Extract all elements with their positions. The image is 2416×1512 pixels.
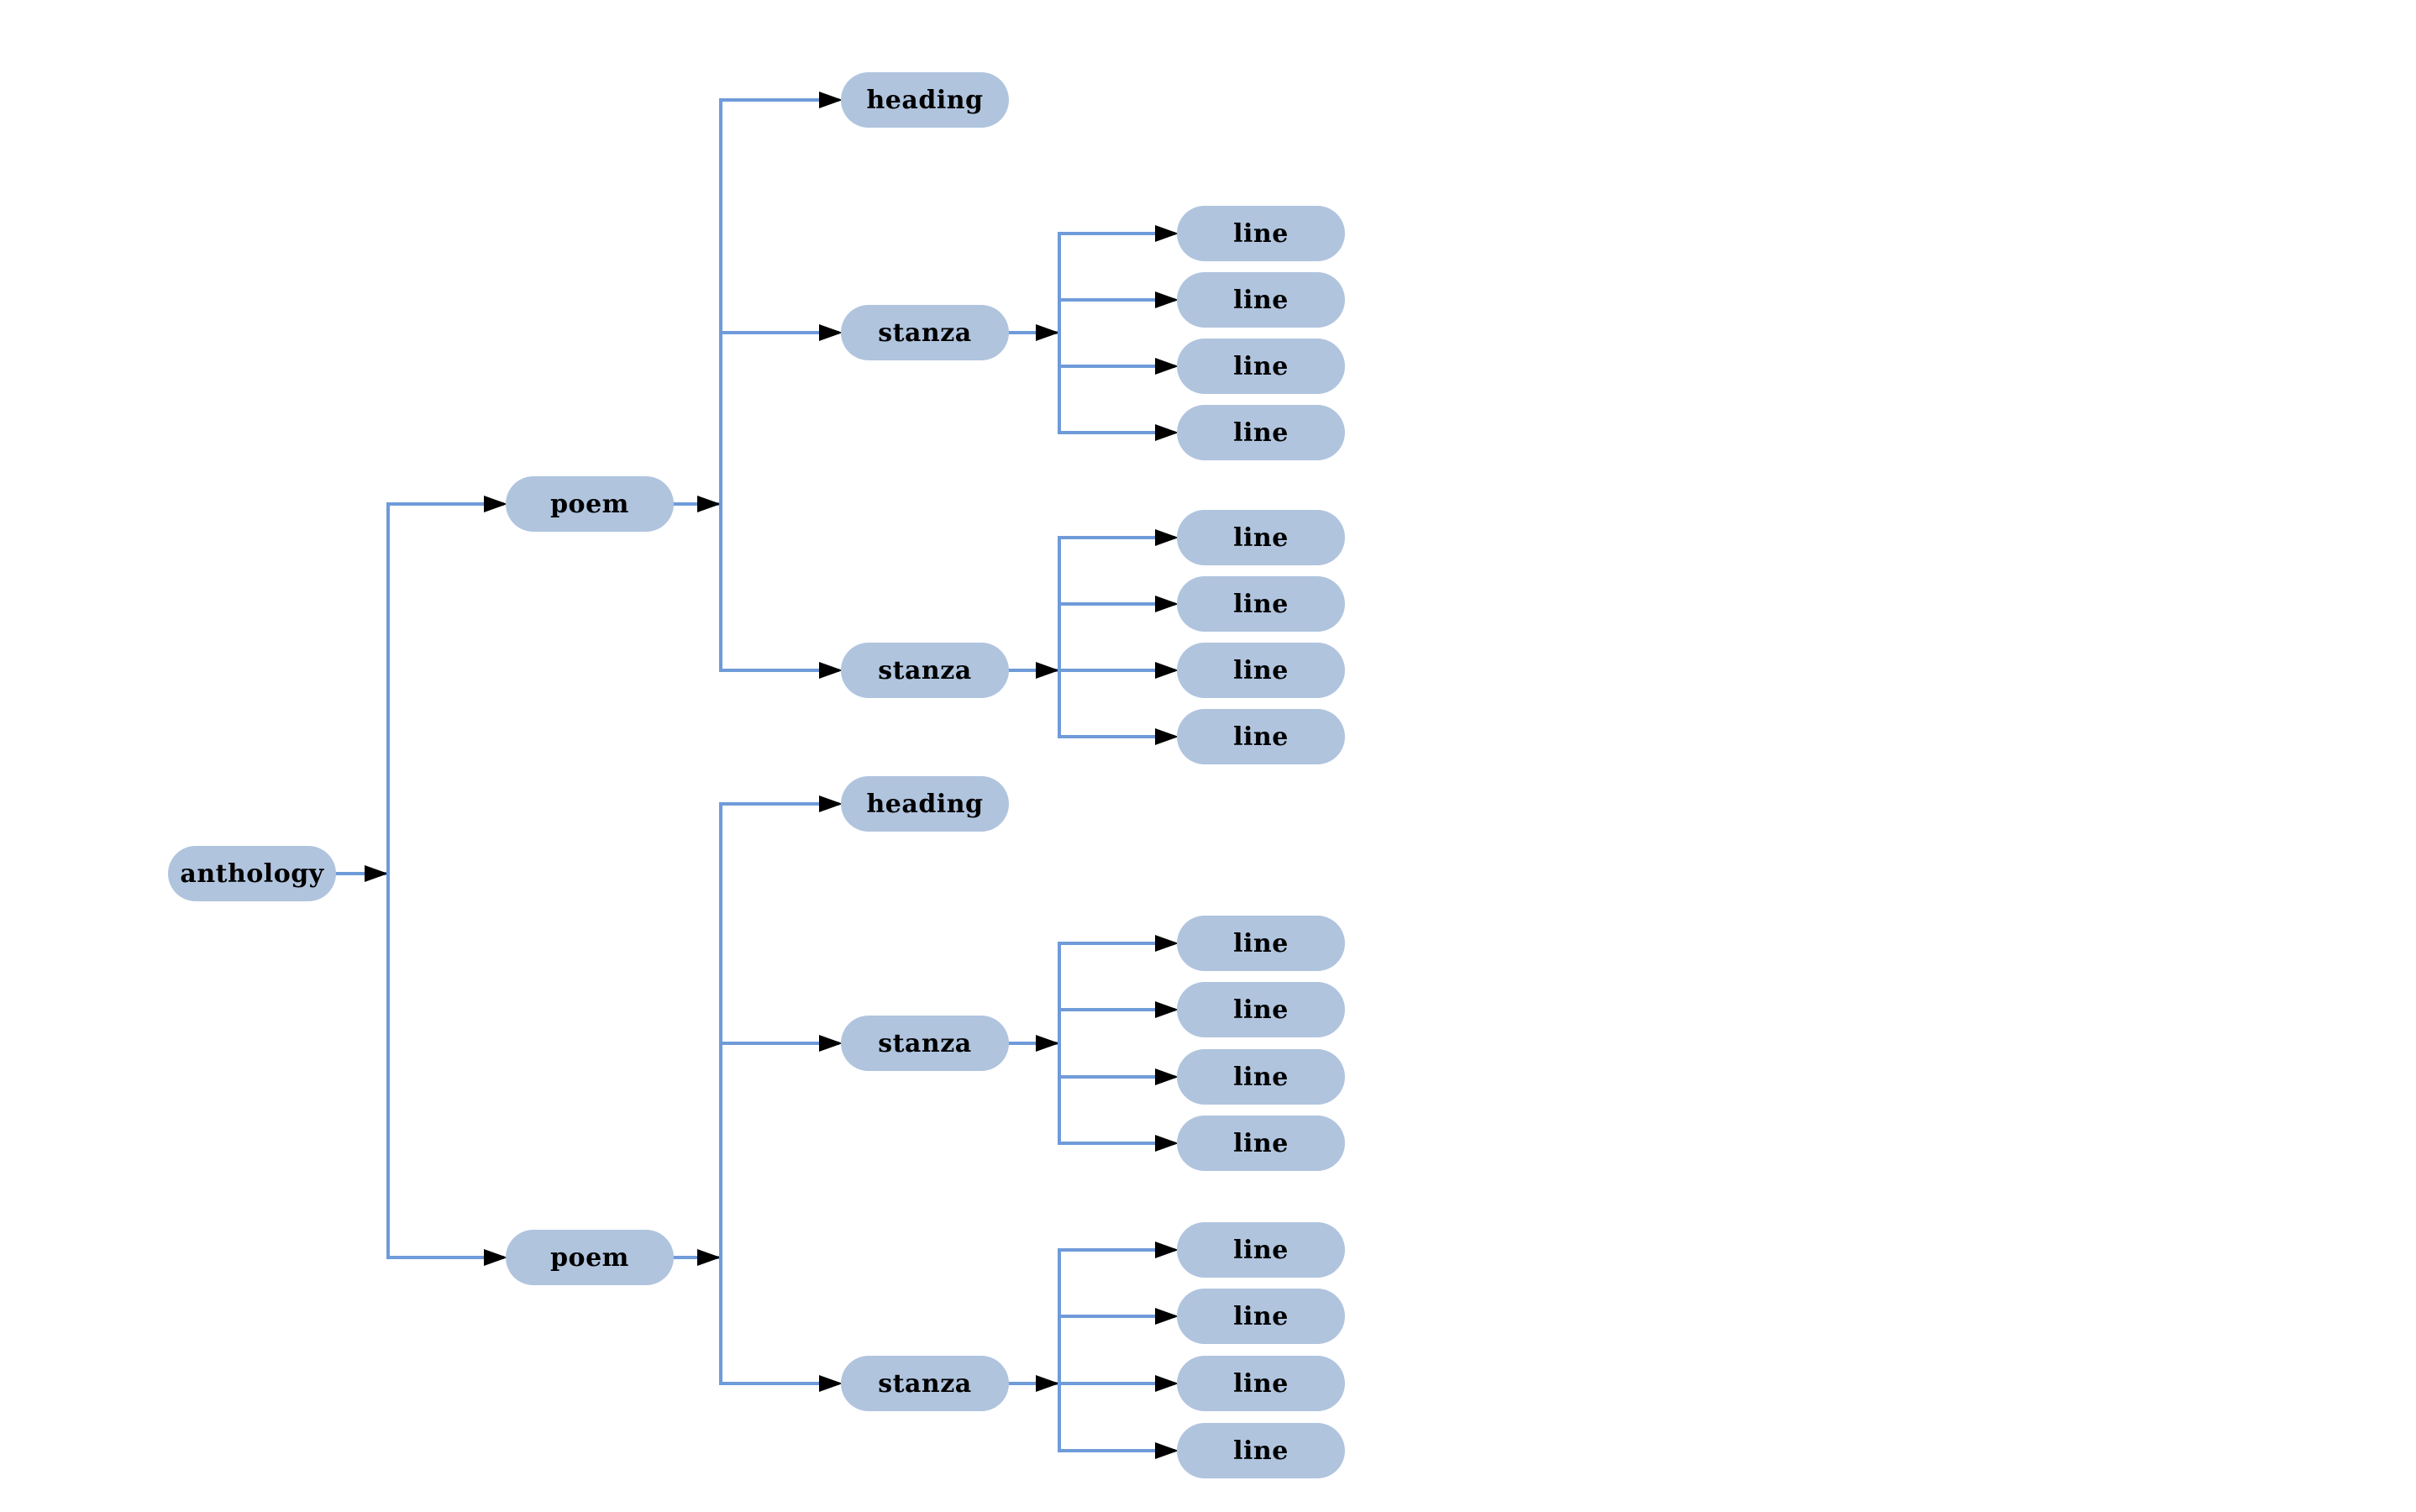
node-line-1-2-2: line [1177,272,1345,328]
node-label: line [1233,285,1289,315]
arrowhead-icon [1155,1375,1179,1392]
node-label: line [1233,1368,1289,1399]
node-line-1-3-3: line [1177,643,1345,698]
arrowhead-icon [1155,1001,1179,1018]
arrowhead-icon [1155,358,1179,375]
node-label: stanza [878,655,972,685]
node-label: line [1233,417,1289,448]
node-line-2-2-3: line [1177,1049,1345,1105]
node-heading-1-1: heading [841,72,1009,128]
arrowhead-icon [1155,1068,1179,1085]
node-label: line [1233,655,1289,685]
arrowhead-icon [1155,662,1179,679]
node-line-1-3-2: line [1177,576,1345,632]
arrowhead-icon [819,324,843,341]
node-label: heading [866,789,984,819]
node-line-1-2-3: line [1177,339,1345,394]
node-stanza-2-2: stanza [841,1016,1009,1071]
node-label: line [1233,1301,1289,1331]
node-stanza-1-2: stanza [841,305,1009,360]
node-label: stanza [878,1028,972,1058]
node-label: line [1233,1062,1289,1092]
edges-from-stanza-2-2 [1007,935,1179,1152]
arrowhead-icon [365,865,388,882]
edges-from-stanza-1-2 [1007,225,1179,441]
arrowhead-icon [484,1249,507,1266]
arrowhead-icon [819,1035,843,1052]
arrowhead-icon [1036,324,1059,341]
node-stanza-1-3: stanza [841,643,1009,698]
arrowhead-icon [697,1249,721,1266]
node-line-2-2-4: line [1177,1116,1345,1171]
node-line-2-2-2: line [1177,982,1345,1037]
node-label: line [1233,722,1289,752]
edges-from-stanza-2-3 [1007,1242,1179,1459]
node-label: stanza [878,1368,972,1399]
arrowhead-icon [1036,662,1059,679]
arrowhead-icon [1155,935,1179,952]
edges-from-anthology [334,496,507,1266]
arrowhead-icon [819,795,843,812]
node-line-1-3-1: line [1177,510,1345,565]
edges-from-poem-2 [672,795,843,1392]
node-label: poem [550,1242,629,1273]
node-label: line [1233,928,1289,958]
node-label: line [1233,522,1289,553]
arrowhead-icon [1155,1442,1179,1459]
node-line-2-3-1: line [1177,1222,1345,1278]
edges-from-poem-1 [672,92,843,679]
arrowhead-icon [1155,225,1179,242]
node-anthology: anthology [168,846,336,901]
node-line-1-2-4: line [1177,405,1345,460]
arrowhead-icon [1155,1308,1179,1325]
arrowhead-icon [1155,291,1179,308]
node-label: line [1233,1235,1289,1265]
node-label: stanza [878,318,972,348]
node-label: heading [866,85,984,115]
edges-from-stanza-1-3 [1007,529,1179,745]
arrowhead-icon [819,1375,843,1392]
node-line-2-3-4: line [1177,1423,1345,1478]
node-label: line [1233,589,1289,619]
node-poem-1: poem [506,476,674,532]
arrowhead-icon [1155,1242,1179,1258]
node-label: line [1233,1128,1289,1158]
arrowhead-icon [1036,1375,1059,1392]
arrowhead-icon [697,496,721,512]
arrowhead-icon [484,496,507,512]
arrowhead-icon [1155,596,1179,612]
node-poem-2: poem [506,1230,674,1285]
arrowhead-icon [1155,728,1179,745]
arrowhead-icon [1155,1135,1179,1152]
arrowhead-icon [1155,424,1179,441]
arrowhead-icon [819,92,843,108]
node-line-1-3-4: line [1177,709,1345,764]
node-label: line [1233,995,1289,1025]
node-stanza-2-3: stanza [841,1356,1009,1411]
node-line-2-3-2: line [1177,1289,1345,1344]
arrowhead-icon [1036,1035,1059,1052]
node-heading-2-1: heading [841,776,1009,832]
node-label: anthology [180,858,324,889]
node-line-2-3-3: line [1177,1356,1345,1411]
node-label: line [1233,218,1289,249]
arrowhead-icon [819,662,843,679]
arrowhead-icon [1155,529,1179,546]
node-label: poem [550,489,629,519]
node-line-2-2-1: line [1177,916,1345,971]
node-line-1-2-1: line [1177,206,1345,261]
node-label: line [1233,1436,1289,1466]
node-label: line [1233,351,1289,381]
